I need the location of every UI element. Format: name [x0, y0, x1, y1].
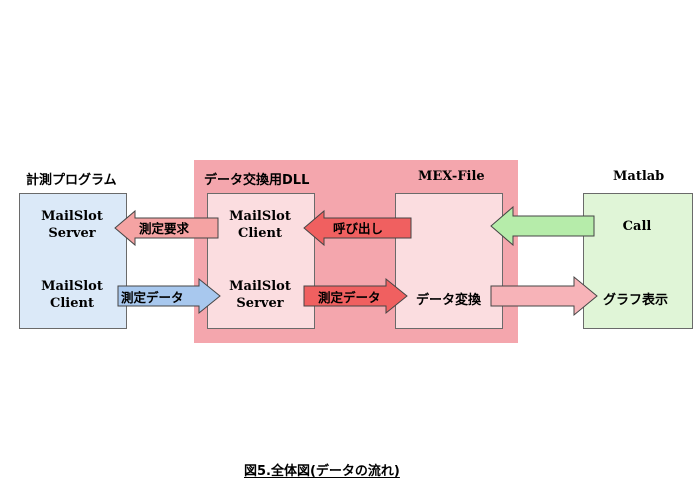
- group-title-measurement-program: 計測プログラム: [26, 173, 117, 188]
- group-title-mex-file: MEX-File: [418, 169, 485, 184]
- prog-server-line1: MailSlot: [41, 209, 103, 224]
- matlab-call-arrow: [490, 205, 595, 247]
- prog-client-line2: Client: [50, 296, 94, 311]
- dll-box: [207, 193, 315, 329]
- matlab-graph-display: グラフ表示: [603, 293, 669, 308]
- mex-file-box: [395, 193, 503, 329]
- measurement-program-box: [19, 193, 127, 329]
- group-title-matlab: Matlab: [613, 169, 665, 184]
- measure-data-label-2: 測定データ: [318, 290, 381, 305]
- dll-client-line2: Client: [238, 226, 282, 241]
- call-out-label: 呼び出し: [333, 221, 384, 236]
- graph-display-arrow: [490, 275, 598, 317]
- dll-mailslot-server: MailSlot Server: [207, 278, 313, 312]
- measure-request-arrow-shape: [114, 209, 219, 247]
- measure-data-label-1: 測定データ: [121, 290, 184, 305]
- matlab-call: Call: [622, 219, 652, 234]
- call-out-arrow: [303, 209, 412, 247]
- figure-caption: 図5.全体図(データの流れ): [244, 464, 400, 479]
- call-out-arrow-shape: [303, 209, 412, 247]
- measure-data-arrow-2-shape: [303, 277, 408, 315]
- measure-data-arrow-1-shape: [117, 277, 221, 315]
- measure-data-arrow-1: [117, 277, 221, 315]
- dll-server-line1: MailSlot: [229, 279, 291, 294]
- prog-mailslot-server: MailSlot Server: [19, 208, 125, 242]
- measure-data-arrow-2: [303, 277, 408, 315]
- dll-server-line2: Server: [236, 296, 284, 311]
- dll-client-line1: MailSlot: [229, 209, 291, 224]
- measure-request-arrow: [114, 209, 219, 247]
- group-title-data-exchange-dll: データ交換用DLL: [204, 173, 310, 188]
- graph-display-arrow-shape: [490, 275, 598, 317]
- measure-request-label: 測定要求: [139, 221, 190, 236]
- prog-client-line1: MailSlot: [41, 279, 103, 294]
- matlab-call-arrow-shape: [490, 205, 595, 247]
- dll-mailslot-client: MailSlot Client: [207, 208, 313, 242]
- matlab-box: [583, 193, 693, 329]
- prog-mailslot-client: MailSlot Client: [19, 278, 125, 312]
- prog-server-line2: Server: [48, 226, 96, 241]
- mex-data-convert: データ変換: [416, 293, 482, 308]
